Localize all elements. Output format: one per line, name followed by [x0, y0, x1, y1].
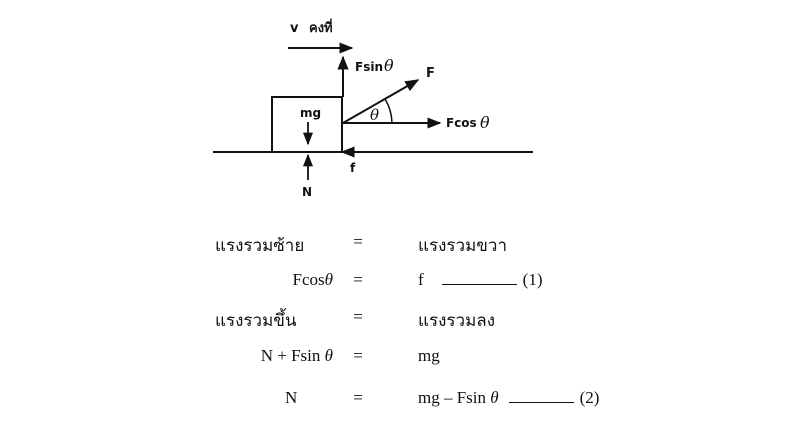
f-label: F	[426, 66, 435, 81]
eq1-lhs: แรงรวมซ้าย	[215, 236, 305, 255]
eq2-blank-line	[441, 283, 517, 285]
eq2-rhs: f	[418, 270, 424, 289]
f-sin-label: Fsin	[355, 60, 383, 74]
eq4-lhs-theta: θ	[324, 346, 333, 365]
eq2-lhs-theta: θ	[324, 270, 333, 289]
eq5-rhs: mg – Fsin	[418, 388, 491, 407]
eq1-rhs: แรงรวมขวา	[418, 236, 507, 255]
eq5-blank-line	[508, 401, 574, 403]
eq2-lhs: Fcos	[292, 270, 325, 289]
eq4-lhs-group: N + Fsin θ	[215, 346, 333, 366]
eq3-lhs: แรงรวมขึ้น	[215, 311, 297, 330]
angle-arc	[384, 98, 393, 124]
eq2-equals: =	[353, 270, 363, 289]
eq2-ref: (1)	[522, 270, 543, 289]
normal-label: N	[302, 185, 312, 199]
eq3-equals: =	[353, 307, 363, 326]
f-arrow	[342, 79, 420, 124]
f-cos-theta: θ	[480, 113, 490, 132]
velocity-word: คงที่	[309, 18, 333, 36]
eq4-lhs: N + Fsin	[260, 346, 325, 365]
free-body-diagram: v คงที่ Fsin θ F θ Fcos θ mg f N	[213, 18, 533, 199]
eq2-rhs-group: f (1)	[418, 270, 543, 290]
eq5-ref: (2)	[579, 388, 600, 407]
eq1-equals: =	[353, 232, 363, 251]
eq4-equals: =	[353, 346, 363, 365]
f-sin-theta: θ	[384, 56, 394, 75]
eq2-lhs-group: Fcosθ	[215, 270, 333, 290]
eq5-rhs-theta: θ	[490, 388, 499, 407]
friction-label: f	[350, 161, 356, 175]
block	[271, 96, 343, 153]
eq4-rhs: mg	[418, 346, 440, 365]
eq5-equals: =	[353, 388, 363, 407]
f-cos-label: Fcos	[446, 116, 477, 130]
eq5-rhs-group: mg – Fsin θ (2)	[418, 388, 599, 408]
velocity-label: v	[290, 21, 299, 36]
eq5-lhs: N	[285, 388, 298, 407]
eq3-rhs: แรงรวมลง	[418, 311, 495, 330]
angle-theta: θ	[370, 106, 379, 124]
mg-label: mg	[300, 106, 321, 120]
